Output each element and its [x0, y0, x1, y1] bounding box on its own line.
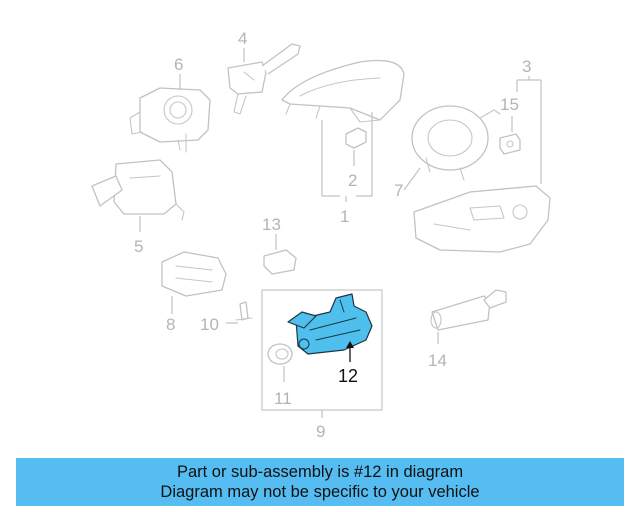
leader-12-arrowhead [346, 341, 354, 348]
part-14-lock-cylinder-key[interactable] [430, 289, 507, 331]
callout-11: 11 [274, 389, 292, 408]
part-1-upper-column-cover[interactable] [281, 59, 405, 123]
part-4-wiper-lever[interactable] [227, 43, 301, 115]
callout-13: 13 [262, 215, 281, 234]
part-7-clockspring[interactable] [411, 105, 501, 181]
callout-1: 1 [340, 207, 349, 226]
leader-1a [321, 120, 340, 197]
callout-10: 10 [200, 315, 219, 334]
part-2-clip[interactable] [345, 127, 367, 149]
part-15-connector[interactable] [499, 133, 521, 155]
part-11-lock-cylinder[interactable] [267, 343, 293, 365]
callout-7: 7 [394, 181, 403, 200]
part-6-switch-assembly[interactable] [129, 87, 211, 153]
leader-7 [403, 167, 421, 191]
banner-line-1: Part or sub-assembly is #12 in diagram [176, 463, 464, 481]
callout-12: 12 [338, 366, 358, 386]
callout-9: 9 [316, 422, 325, 441]
part-10-bolt[interactable] [235, 301, 253, 321]
part-12-ignition-housing-highlighted[interactable] [287, 293, 373, 355]
banner-line-2: Diagram may not be specific to your vehi… [160, 483, 480, 501]
callout-6: 6 [174, 55, 183, 74]
part-3-lower-column-cover[interactable] [413, 185, 551, 253]
leader-1b [356, 112, 373, 197]
part-13-bracket[interactable] [263, 249, 297, 275]
callout-5: 5 [134, 237, 143, 256]
part-8-bracket[interactable] [161, 251, 227, 297]
callout-15: 15 [500, 95, 519, 114]
part-5-turn-signal-switch[interactable] [91, 159, 185, 221]
callout-4: 4 [238, 29, 247, 48]
callout-3: 3 [522, 57, 531, 76]
info-banner: Part or sub-assembly is #12 in diagram D… [16, 458, 624, 506]
callout-14: 14 [428, 351, 447, 370]
callout-8: 8 [166, 315, 175, 334]
callout-2: 2 [348, 171, 357, 190]
